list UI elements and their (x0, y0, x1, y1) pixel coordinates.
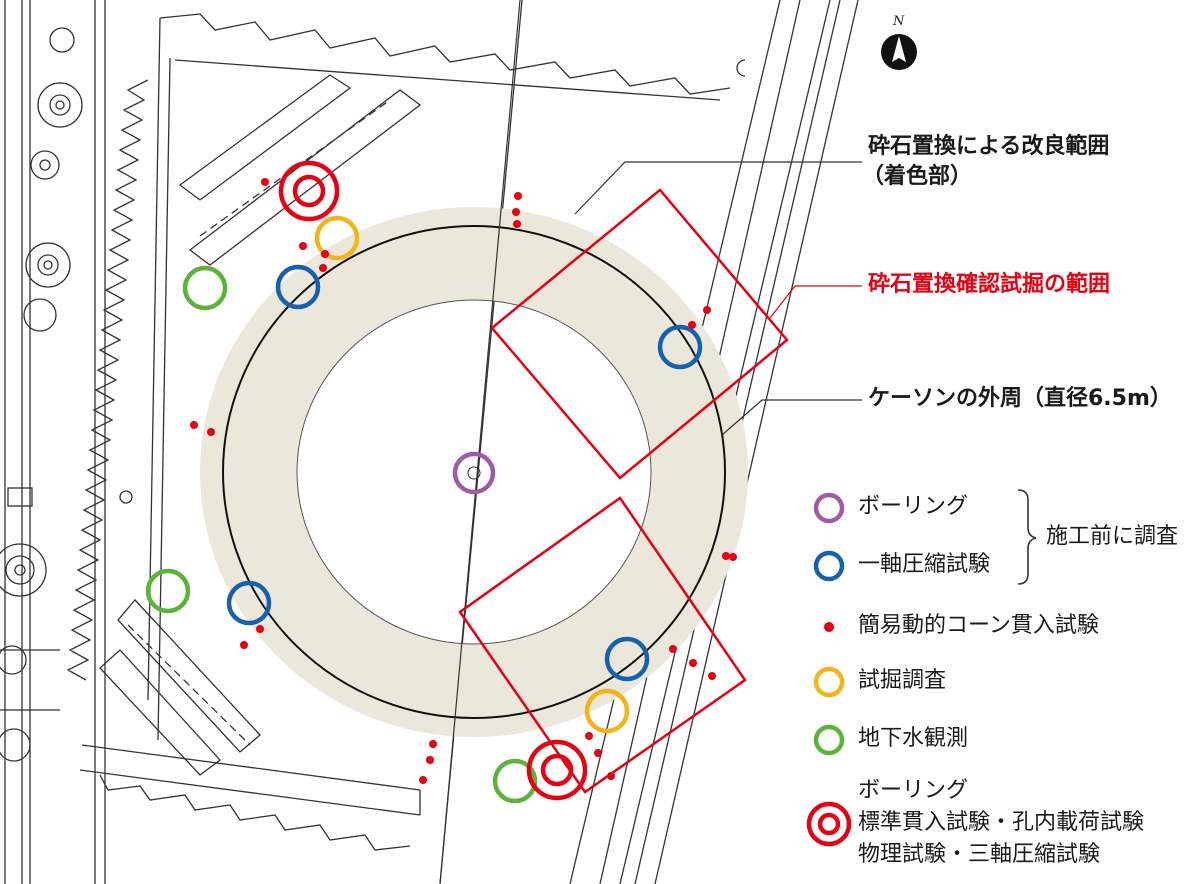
caisson-label: ケーソンの外周（直径6.5m） (868, 386, 1172, 411)
left-structures (0, 0, 133, 884)
caisson-perimeter (222, 225, 726, 719)
callout-leaders (574, 161, 862, 436)
trial-pit-range-lower (458, 496, 747, 794)
legend-groundwater-icon (813, 724, 845, 756)
legend-cone-label: 簡易動的コーン貫入試験 (858, 613, 1099, 638)
improvement-range-label: 砕石置換による改良範囲 (868, 134, 1110, 159)
trial-pit-markers (314, 215, 630, 734)
legend-trial-pit-label: 試掘調査 (858, 668, 947, 693)
brace-icon (1017, 489, 1037, 585)
legend-groundwater-label: 地下水観測 (858, 726, 969, 751)
improvement-range-note: （着色部） (862, 164, 973, 189)
combo-markers (278, 160, 588, 801)
improved-zone-ring (200, 207, 748, 737)
legend-pre-construction-label: 施工前に調査 (1046, 524, 1179, 549)
legend-boring-label: ボーリング (858, 494, 969, 519)
legend-combo-icon-inner (817, 812, 841, 836)
uniaxial-markers (226, 264, 703, 682)
north-letter: N (893, 14, 905, 29)
legend-uniaxial-label: 一軸圧縮試験 (858, 552, 991, 577)
groundwater-markers (145, 265, 538, 804)
improved-zone-inner-edge (296, 299, 652, 645)
ramp-structures (99, 74, 422, 776)
north-arrow-icon (881, 34, 917, 70)
cone-test-dots (190, 178, 737, 784)
trial-pit-range-upper (490, 188, 789, 480)
legend-combo-label-3: 物理試験・三軸圧縮試験 (858, 842, 1101, 867)
legend-combo-icon-outer (806, 801, 852, 847)
legend-combo-label-1: ボーリング (858, 778, 969, 803)
trial-pit-range-label: 砕石置換確認試掘の範囲 (868, 272, 1111, 297)
legend-markers (806, 492, 852, 847)
legend-cone-icon (824, 622, 834, 632)
legend-uniaxial-icon (813, 550, 845, 582)
boring-marker (452, 451, 496, 495)
legend-combo-label-2: 標準貫入試験・孔内載荷試験 (858, 810, 1145, 835)
legend-trial-pit-icon (813, 666, 845, 698)
center-line (439, 0, 521, 884)
legend-boring-icon (813, 492, 845, 524)
